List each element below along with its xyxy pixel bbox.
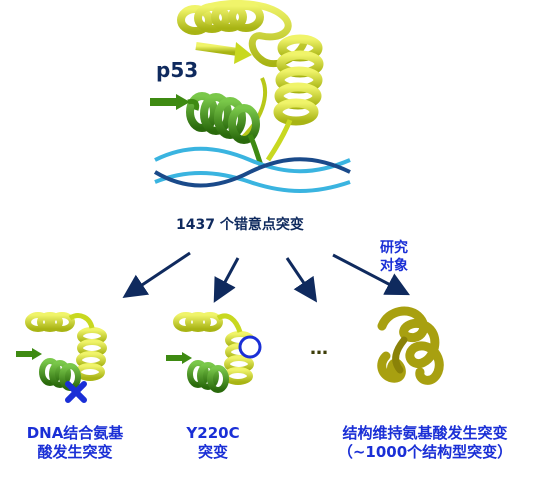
category-structural-line1: 结构维持氨基酸发生突变 — [342, 424, 508, 442]
category-dna-binding-line2: 酸发生突变 — [37, 442, 113, 461]
category-structural: 结构维持氨基酸发生突变 （~1000个结构型突变） — [305, 424, 545, 462]
arrow-to-ellipsis — [285, 257, 318, 303]
protein-y220c-mutant — [166, 312, 255, 393]
category-structural-line2: （~1000个结构型突变） — [337, 442, 513, 461]
cross-mark-icon — [65, 381, 87, 403]
study-object-line2: 对象 — [380, 257, 408, 274]
category-dna-binding-line1: DNA结合氨基 — [26, 424, 124, 442]
mutation-count-label: 1437 个错意点突变 — [176, 217, 304, 233]
protein-dna-binding-mutant — [16, 312, 107, 391]
ellipsis: … — [310, 338, 328, 359]
arrow-to-dna-binding — [122, 251, 191, 298]
category-y220c-line1: Y220C — [186, 424, 240, 442]
arrow-to-y220c — [213, 257, 240, 303]
dna-helix — [153, 146, 351, 193]
category-dna-binding: DNA结合氨基 酸发生突变 — [10, 424, 140, 462]
category-y220c-line2: 突变 — [197, 442, 228, 461]
arrow-to-structural — [332, 253, 410, 296]
category-y220c: Y220C 突变 — [168, 424, 258, 462]
protein-label: p53 — [156, 58, 199, 82]
misfolded-protein — [377, 306, 444, 385]
p53-protein-structure — [150, 0, 324, 169]
study-object-line1: 研究 — [380, 240, 408, 256]
arrows — [122, 251, 410, 303]
circle-mark-icon — [238, 335, 262, 359]
study-object-label: 研究 对象 — [380, 240, 408, 275]
